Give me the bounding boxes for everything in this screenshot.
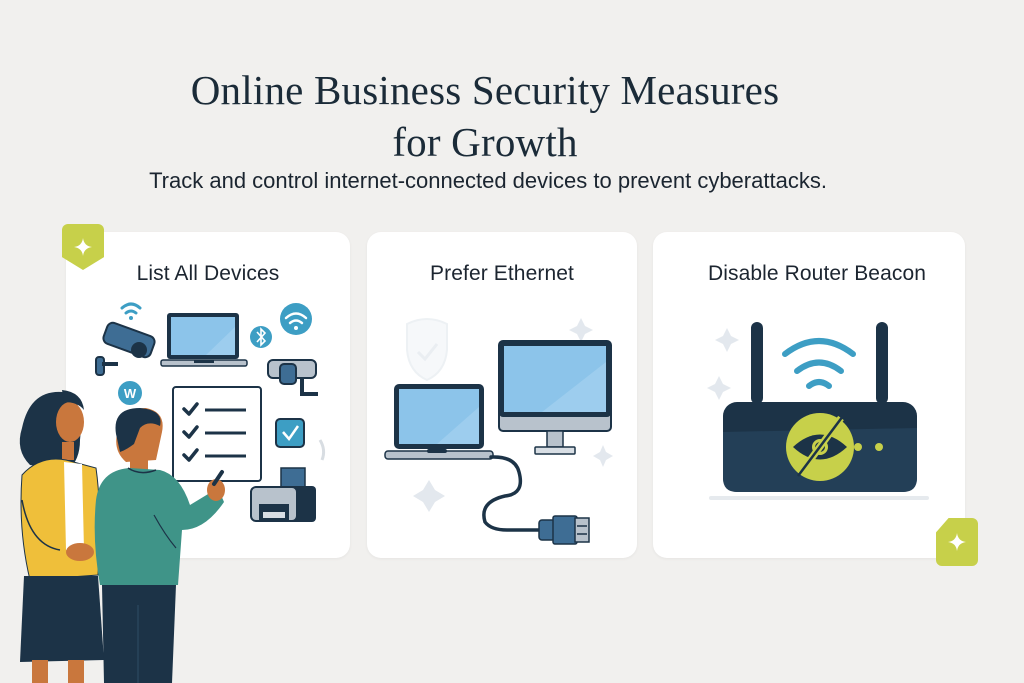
people-illustration <box>19 390 225 683</box>
card-prefer-ethernet: Prefer Ethernet <box>367 232 637 558</box>
printer-icon <box>250 467 316 522</box>
desktop-monitor-icon <box>498 340 612 455</box>
title-line-1: Online Business Security Measures <box>190 67 780 113</box>
card-disable-router-beacon: Disable Router Beacon <box>653 232 965 558</box>
sparkle-icon <box>74 238 92 256</box>
man-figure <box>94 408 225 683</box>
checkbox-icon <box>275 418 305 448</box>
sparkle-badge-bottom <box>936 518 978 566</box>
antenna-left <box>751 322 763 404</box>
woman-figure <box>19 390 104 683</box>
laptop-icon <box>384 384 494 460</box>
w-circle-icon: W <box>118 381 142 405</box>
security-camera-icon-2 <box>267 359 318 396</box>
ethernet-cable-icon <box>482 455 590 545</box>
card-title: List All Devices <box>136 262 280 285</box>
devices-illustration: W <box>95 302 326 522</box>
checklist-icon <box>172 386 262 482</box>
router-illustration <box>707 322 929 500</box>
sparkle-icon <box>948 533 966 551</box>
sparkle-icons <box>413 318 613 512</box>
ethernet-illustration <box>384 318 613 545</box>
svg-text:W: W <box>124 386 137 401</box>
page-subtitle: Track and control internet-connected dev… <box>149 168 827 193</box>
antenna-right <box>876 322 888 404</box>
wifi-circle-icon <box>280 303 312 335</box>
page-title: Online Business Security Measures for Gr… <box>0 64 970 168</box>
eye-slash-icon <box>786 413 854 481</box>
card-title: Disable Router Beacon <box>707 262 927 285</box>
shield-check-icon <box>406 318 448 382</box>
wifi-icon <box>120 302 142 320</box>
title-line-2: for Growth <box>392 119 578 165</box>
laptop-icon <box>160 313 248 367</box>
bluetooth-icon <box>250 326 272 348</box>
security-camera-icon <box>95 321 156 376</box>
card-title: Prefer Ethernet <box>430 262 574 285</box>
sparkle-icons <box>707 328 739 400</box>
wifi-signal-icon <box>782 338 856 389</box>
